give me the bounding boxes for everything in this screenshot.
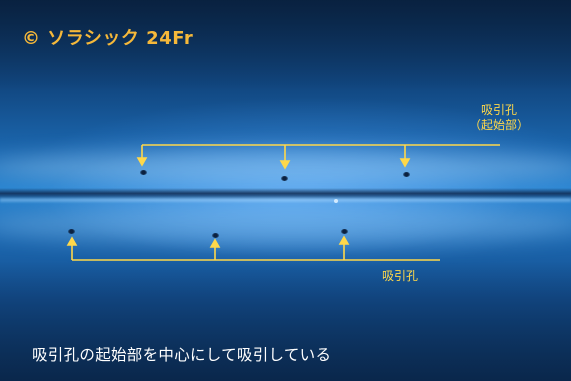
suction-hole-upper-3 <box>403 172 410 177</box>
suction-hole-upper-2 <box>281 176 288 181</box>
suction-hole-center <box>334 199 338 203</box>
lower-arrow-2-head <box>209 238 221 248</box>
tube-highlight-lower <box>0 205 571 245</box>
upper-bracket <box>136 144 500 170</box>
upper-arrow-3-head <box>399 158 411 168</box>
upper-arrow-2-head <box>279 160 291 170</box>
upper-annotation-line1: 吸引孔 <box>480 103 517 117</box>
watermark-title: © ソラシック 24Fr <box>22 28 194 49</box>
suction-hole-lower-3 <box>341 229 348 234</box>
background-shading-bottom <box>0 261 571 381</box>
upper-arrow-1-head <box>136 157 148 167</box>
lower-bracket <box>66 235 440 261</box>
image-caption: 吸引孔の起始部を中心にして吸引している <box>32 346 332 364</box>
upper-annotation-label: 吸引孔 （起始部） <box>469 103 529 133</box>
suction-hole-upper-1 <box>140 170 147 175</box>
suction-hole-lower-2 <box>212 233 219 238</box>
suction-hole-lower-1 <box>68 229 75 234</box>
lower-annotation-label: 吸引孔 <box>382 269 419 283</box>
tube-seam <box>0 188 571 200</box>
lower-arrow-1-head <box>66 236 78 246</box>
upper-annotation-line2: （起始部） <box>468 118 529 132</box>
tube-seam-shine <box>0 198 571 202</box>
background-shading-top <box>0 0 571 90</box>
lower-arrow-3-head <box>338 235 350 245</box>
